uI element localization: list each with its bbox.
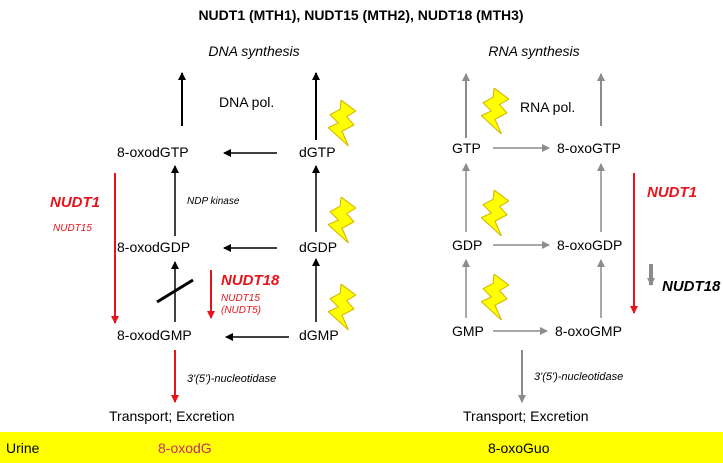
- dna-section-title: DNA synthesis: [208, 43, 299, 59]
- urine-rna-product: 8-oxoGuo: [488, 440, 550, 456]
- nudt18-label-rna: NUDT18: [662, 278, 721, 295]
- nudt15-label-dna: NUDT15: [53, 223, 92, 234]
- node-8-oxogmp: 8-oxoGMP: [555, 323, 622, 339]
- nudt18-sub-nudt15: NUDT15: [221, 293, 260, 304]
- rna-polymerase-label: RNA pol.: [520, 99, 575, 115]
- lightning-bolt-icon: [328, 197, 356, 243]
- node-8-oxogdp: 8-oxoGDP: [557, 237, 622, 253]
- node-8-oxodgmp: 8-oxodGMP: [117, 327, 192, 343]
- transport-excretion-rna: Transport; Excretion: [463, 408, 589, 424]
- nucleotidase-label-rna: 3'(5')-nucleotidase: [534, 371, 623, 383]
- lightning-bolt-icon: [481, 88, 509, 134]
- urine-band: [0, 432, 723, 463]
- nudt18-sub-nudt5: (NUDT5): [221, 305, 261, 316]
- lightning-bolt-icon: [481, 274, 509, 320]
- rna-section-title: RNA synthesis: [488, 43, 579, 59]
- transport-excretion-dna: Transport; Excretion: [109, 408, 235, 424]
- urine-label: Urine: [6, 440, 40, 456]
- urine-dna-product: 8-oxodG: [158, 440, 212, 456]
- nudt1-label-rna: NUDT1: [647, 184, 697, 201]
- node-dgmp: dGMP: [299, 327, 339, 343]
- node-gtp: GTP: [452, 140, 481, 156]
- nudt1-label-dna: NUDT1: [50, 194, 100, 211]
- node-gdp: GDP: [452, 237, 482, 253]
- nucleotidase-label-dna: 3'(5')-nucleotidase: [187, 373, 276, 385]
- node-dgtp: dGTP: [299, 144, 336, 160]
- node-8-oxodgdp: 8-oxodGDP: [117, 239, 190, 255]
- diagram-title: NUDT1 (MTH1), NUDT15 (MTH2), NUDT18 (MTH…: [198, 7, 523, 23]
- nudt18-label-dna: NUDT18: [221, 272, 280, 289]
- ndp-kinase-label: NDP kinase: [187, 196, 240, 207]
- node-8-oxodgtp: 8-oxodGTP: [117, 144, 189, 160]
- node-gmp: GMP: [452, 323, 484, 339]
- lightning-bolt-icon: [328, 100, 356, 146]
- node-8-oxogtp: 8-oxoGTP: [557, 140, 621, 156]
- block-bar: [156, 278, 194, 304]
- lightning-bolt-icon: [328, 284, 356, 330]
- lightning-bolt-icon: [481, 190, 509, 236]
- node-dgdp: dGDP: [299, 239, 337, 255]
- dna-polymerase-label: DNA pol.: [219, 94, 274, 110]
